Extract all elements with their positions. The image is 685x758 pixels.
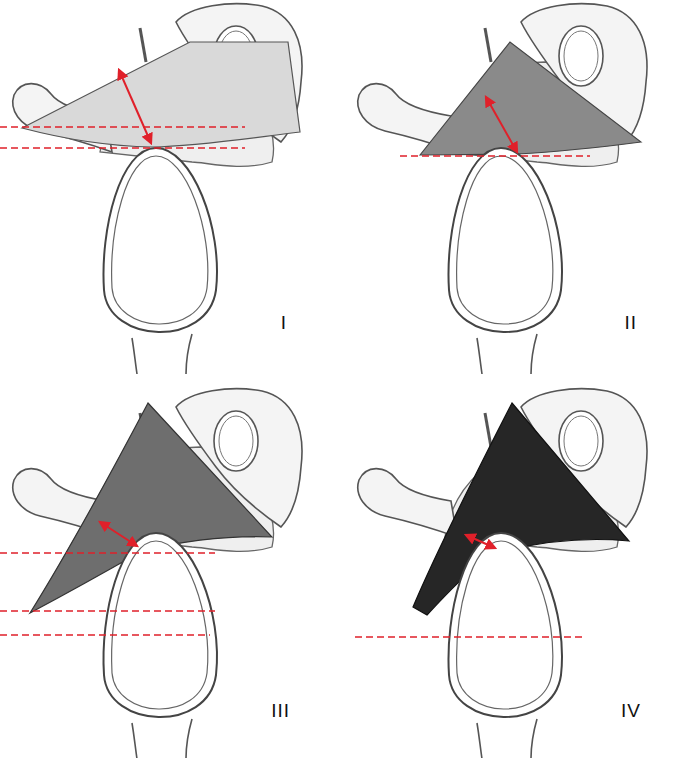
panel-two	[358, 4, 647, 374]
dashed-line	[355, 636, 585, 637]
glenoid	[448, 533, 561, 717]
width-arrow	[466, 535, 495, 548]
dashed-line	[400, 155, 590, 156]
dashed-line	[0, 634, 210, 635]
ligament-wide	[22, 42, 300, 147]
panel-label-holder: I	[281, 312, 287, 334]
panel-one	[0, 4, 302, 374]
scapula-bones	[13, 389, 302, 758]
panel-numeral: II	[624, 312, 637, 334]
glenoid	[103, 148, 216, 332]
width-arrow	[119, 70, 151, 143]
scapula-bones	[358, 4, 647, 374]
panel-label-holder: III	[271, 700, 290, 722]
ligament-triangle	[420, 42, 641, 155]
width-arrow	[486, 97, 517, 152]
panel-numeral: IV	[621, 700, 641, 722]
glenoid	[448, 148, 561, 332]
panel-label-holder: IV	[621, 700, 641, 722]
panel-numeral: III	[271, 700, 290, 722]
panel-numeral: I	[281, 312, 287, 334]
dashed-line	[0, 126, 245, 127]
dashed-line	[0, 147, 245, 148]
dashed-line	[0, 610, 215, 611]
dashed-line	[0, 552, 215, 553]
scapula-bones	[13, 4, 302, 374]
panel-four	[355, 389, 647, 758]
scapula-bones	[358, 389, 647, 758]
panel-label-holder: II	[624, 312, 637, 334]
glenoid	[103, 533, 216, 717]
width-arrow	[100, 522, 137, 546]
panel-three	[0, 389, 302, 758]
